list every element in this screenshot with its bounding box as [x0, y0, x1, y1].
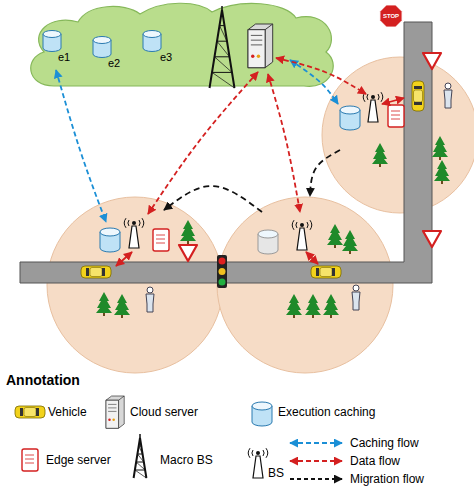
edge-server — [388, 105, 404, 127]
stop-sign-text: STOP — [383, 12, 399, 20]
legend-label: BS — [268, 466, 284, 480]
edge-server — [153, 229, 169, 251]
caching-cylinder — [143, 31, 161, 52]
cache-label: e2 — [108, 56, 120, 70]
tree — [327, 224, 343, 248]
legend-heading: Annotation — [6, 372, 80, 388]
caching-cylinder — [43, 31, 61, 52]
cloud-shape — [20, 0, 342, 94]
legend-label: Cloud server — [130, 405, 198, 419]
cell-coverage — [217, 197, 393, 373]
tree — [286, 294, 302, 318]
cell-coverage — [47, 197, 223, 373]
data-flow — [116, 252, 132, 266]
legend-label: Migration flow — [350, 472, 424, 486]
tree — [434, 160, 450, 184]
cell-coverage — [322, 57, 474, 213]
pedestrian — [444, 83, 452, 108]
legend-label: Data flow — [350, 454, 400, 468]
cache-label: e1 — [58, 50, 70, 64]
base-station — [292, 220, 311, 250]
vehicle — [311, 266, 341, 278]
yield-sign — [423, 231, 441, 247]
data-flow — [268, 74, 300, 212]
caching-cylinder — [340, 106, 360, 130]
legend-label: Caching flow — [350, 436, 419, 450]
cache-label: e3 — [160, 50, 172, 64]
tree — [114, 294, 130, 318]
cloud-server-icon — [106, 396, 124, 428]
tree — [305, 294, 321, 318]
legend-label: Vehicle — [48, 405, 87, 419]
stop-sign — [380, 5, 402, 27]
macro-bs — [210, 6, 235, 88]
vehicle — [15, 406, 45, 418]
tree — [323, 294, 339, 318]
legend-migration-flow — [290, 478, 342, 480]
caching-flow — [56, 70, 106, 222]
yield-sign — [423, 53, 441, 69]
cloud: e1 e2 e3 — [20, 0, 342, 94]
legend-label: Edge server — [46, 453, 111, 467]
legend-data-flow — [290, 460, 342, 462]
caching-cylinder — [252, 402, 272, 426]
data-flow — [276, 58, 366, 94]
migration-flow — [310, 150, 340, 196]
data-flow — [306, 252, 318, 264]
pedestrian — [146, 287, 154, 312]
tree — [342, 230, 358, 254]
legend-label: Execution caching — [278, 405, 375, 419]
tree — [372, 143, 388, 167]
vehicle — [412, 81, 424, 111]
data-flow — [148, 72, 258, 214]
tree — [96, 292, 112, 316]
base-station — [248, 448, 267, 478]
base-station — [124, 218, 143, 248]
caching-cylinder — [258, 230, 278, 254]
vehicle — [81, 266, 111, 278]
edge-server — [22, 449, 38, 471]
traffic-light — [217, 255, 227, 288]
legend-label: Macro BS — [160, 453, 213, 467]
migration-flow — [164, 186, 262, 212]
macro-bs — [134, 434, 147, 478]
cloud-server-icon — [248, 24, 273, 68]
caching-cylinder — [100, 228, 120, 252]
data-flow — [382, 98, 404, 104]
caching-flow — [290, 60, 338, 104]
legend-caching-flow — [290, 442, 342, 444]
tree — [432, 136, 448, 160]
tree — [180, 220, 196, 244]
yield-sign — [179, 245, 197, 261]
caching-cylinder — [93, 37, 111, 58]
base-station — [363, 92, 382, 122]
pedestrian — [352, 285, 360, 310]
